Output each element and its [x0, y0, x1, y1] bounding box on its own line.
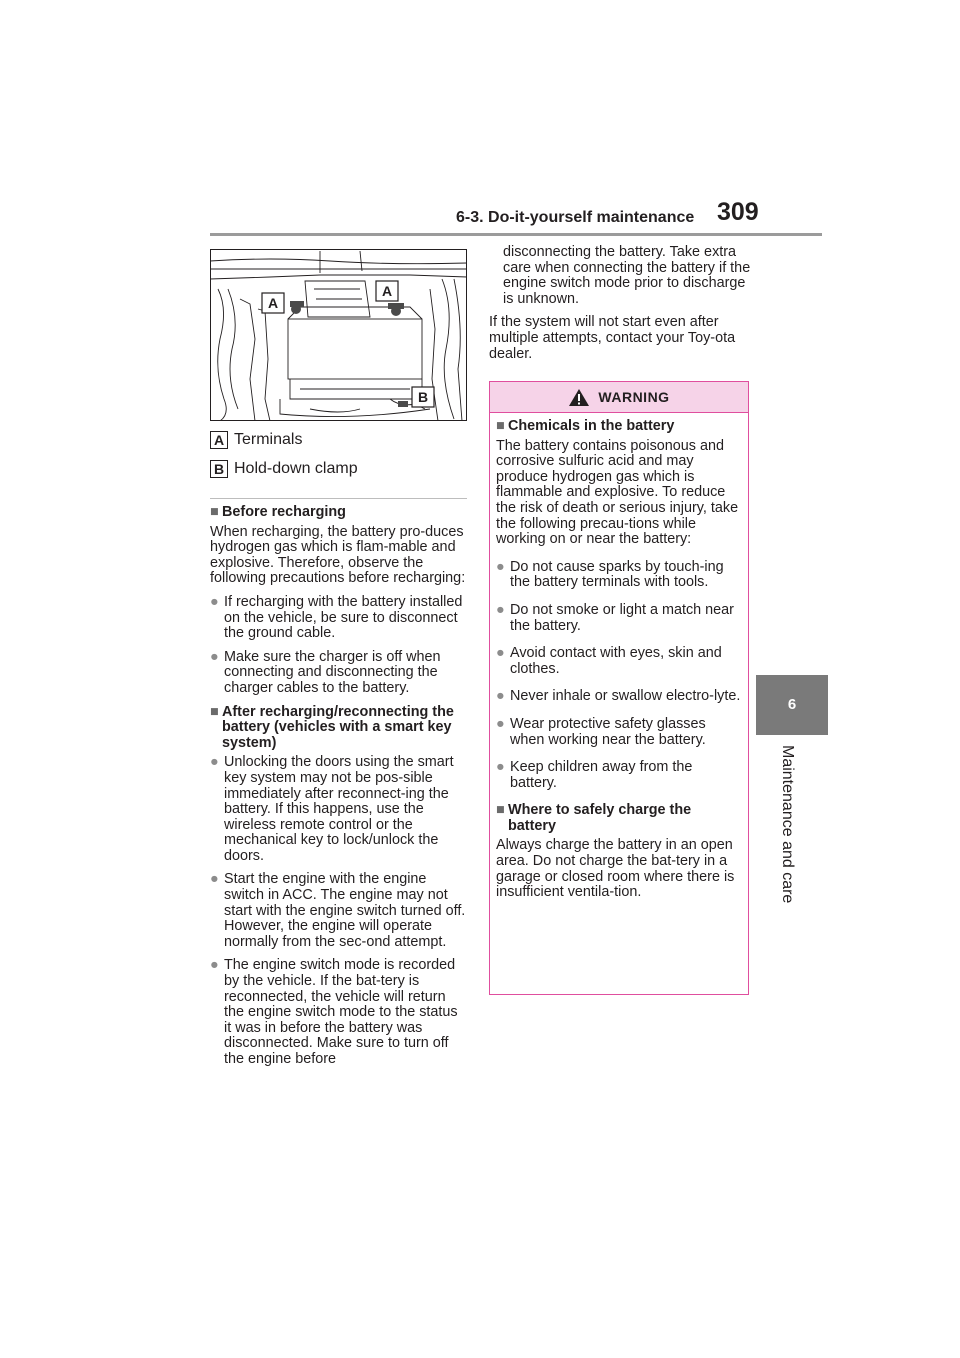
- bullet-icon: ●: [496, 558, 505, 575]
- list-item: ●If recharging with the battery installe…: [210, 593, 463, 642]
- heading-where-to-charge: ■Where to safely charge the battery: [496, 802, 692, 834]
- legend-item-hold-down-clamp: B Hold-down clamp: [210, 460, 358, 478]
- bullet-icon: ●: [496, 645, 505, 662]
- list-item: ●The engine switch mode is recorded by t…: [210, 957, 458, 1067]
- right-column: disconnecting the battery. Take extra ca…: [489, 244, 751, 370]
- battery-illustration: A A B: [210, 249, 467, 421]
- list-item: ●Keep children away from the battery.: [496, 759, 693, 791]
- heading-after-recharging: ■After recharging/reconnecting the batte…: [210, 703, 454, 751]
- heading-before-recharging: ■Before recharging: [210, 504, 346, 520]
- page-number: 309: [717, 198, 759, 226]
- legend-divider: [210, 498, 467, 499]
- bullet-icon: ●: [496, 688, 505, 705]
- legend-label: Hold-down clamp: [234, 460, 358, 477]
- bullet-icon: ●: [210, 871, 219, 888]
- legend-badge: B: [210, 460, 228, 478]
- legend-item-terminals: A Terminals: [210, 431, 302, 449]
- bullet-icon: ●: [496, 601, 505, 618]
- list-item: ●Do not smoke or light a match near the …: [496, 601, 734, 634]
- list-item: ●Never inhale or swallow electro-lyte.: [496, 688, 741, 705]
- chapter-title: Maintenance and care: [779, 745, 796, 904]
- bullet-icon: ●: [210, 593, 219, 610]
- list-item: ●Make sure the charger is off when conne…: [210, 648, 441, 696]
- warning-body: ■Chemicals in the battery The battery co…: [490, 413, 748, 901]
- legend-badge: A: [210, 431, 228, 449]
- left-column: ■Before recharging When recharging, the …: [210, 504, 468, 1076]
- warning-box: WARNING ■Chemicals in the battery The ba…: [489, 381, 749, 995]
- callout-a-left: A: [268, 295, 278, 311]
- paragraph: Always charge the battery in an open are…: [496, 837, 735, 901]
- chapter-side-label: Maintenance and care: [764, 745, 804, 915]
- section-title: 6-3. Do-it-yourself maintenance: [456, 209, 695, 226]
- paragraph: If the system will not start even after …: [489, 314, 736, 362]
- bullet-icon: ●: [496, 759, 505, 776]
- bullet-icon: ●: [210, 648, 219, 665]
- callout-a-right: A: [382, 283, 392, 299]
- list-item: ●Unlocking the doors using the smart key…: [210, 754, 454, 864]
- warning-header: WARNING: [490, 382, 748, 413]
- list-item: ●Do not cause sparks by touch-ing the ba…: [496, 558, 724, 591]
- callout-b: B: [418, 389, 428, 405]
- bullet-icon: ●: [210, 957, 219, 974]
- header-rule: [210, 233, 822, 236]
- paragraph: When recharging, the battery pro-duces h…: [210, 523, 466, 587]
- chapter-tab[interactable]: 6: [756, 675, 828, 735]
- legend-label: Terminals: [234, 431, 303, 448]
- continued-paragraph: disconnecting the battery. Take extra ca…: [503, 244, 751, 307]
- list-item: ●Avoid contact with eyes, skin and cloth…: [496, 645, 722, 677]
- warning-triangle-icon: [569, 388, 590, 406]
- bullet-icon: ●: [210, 754, 219, 771]
- list-item: ●Start the engine with the engine switch…: [210, 871, 466, 950]
- bullet-icon: ●: [496, 715, 505, 732]
- heading-chemicals: ■Chemicals in the battery: [496, 418, 675, 434]
- warning-label: WARNING: [598, 389, 670, 405]
- paragraph: The battery contains poisonous and corro…: [496, 437, 739, 548]
- list-item: ●Wear protective safety glasses when wor…: [496, 715, 706, 748]
